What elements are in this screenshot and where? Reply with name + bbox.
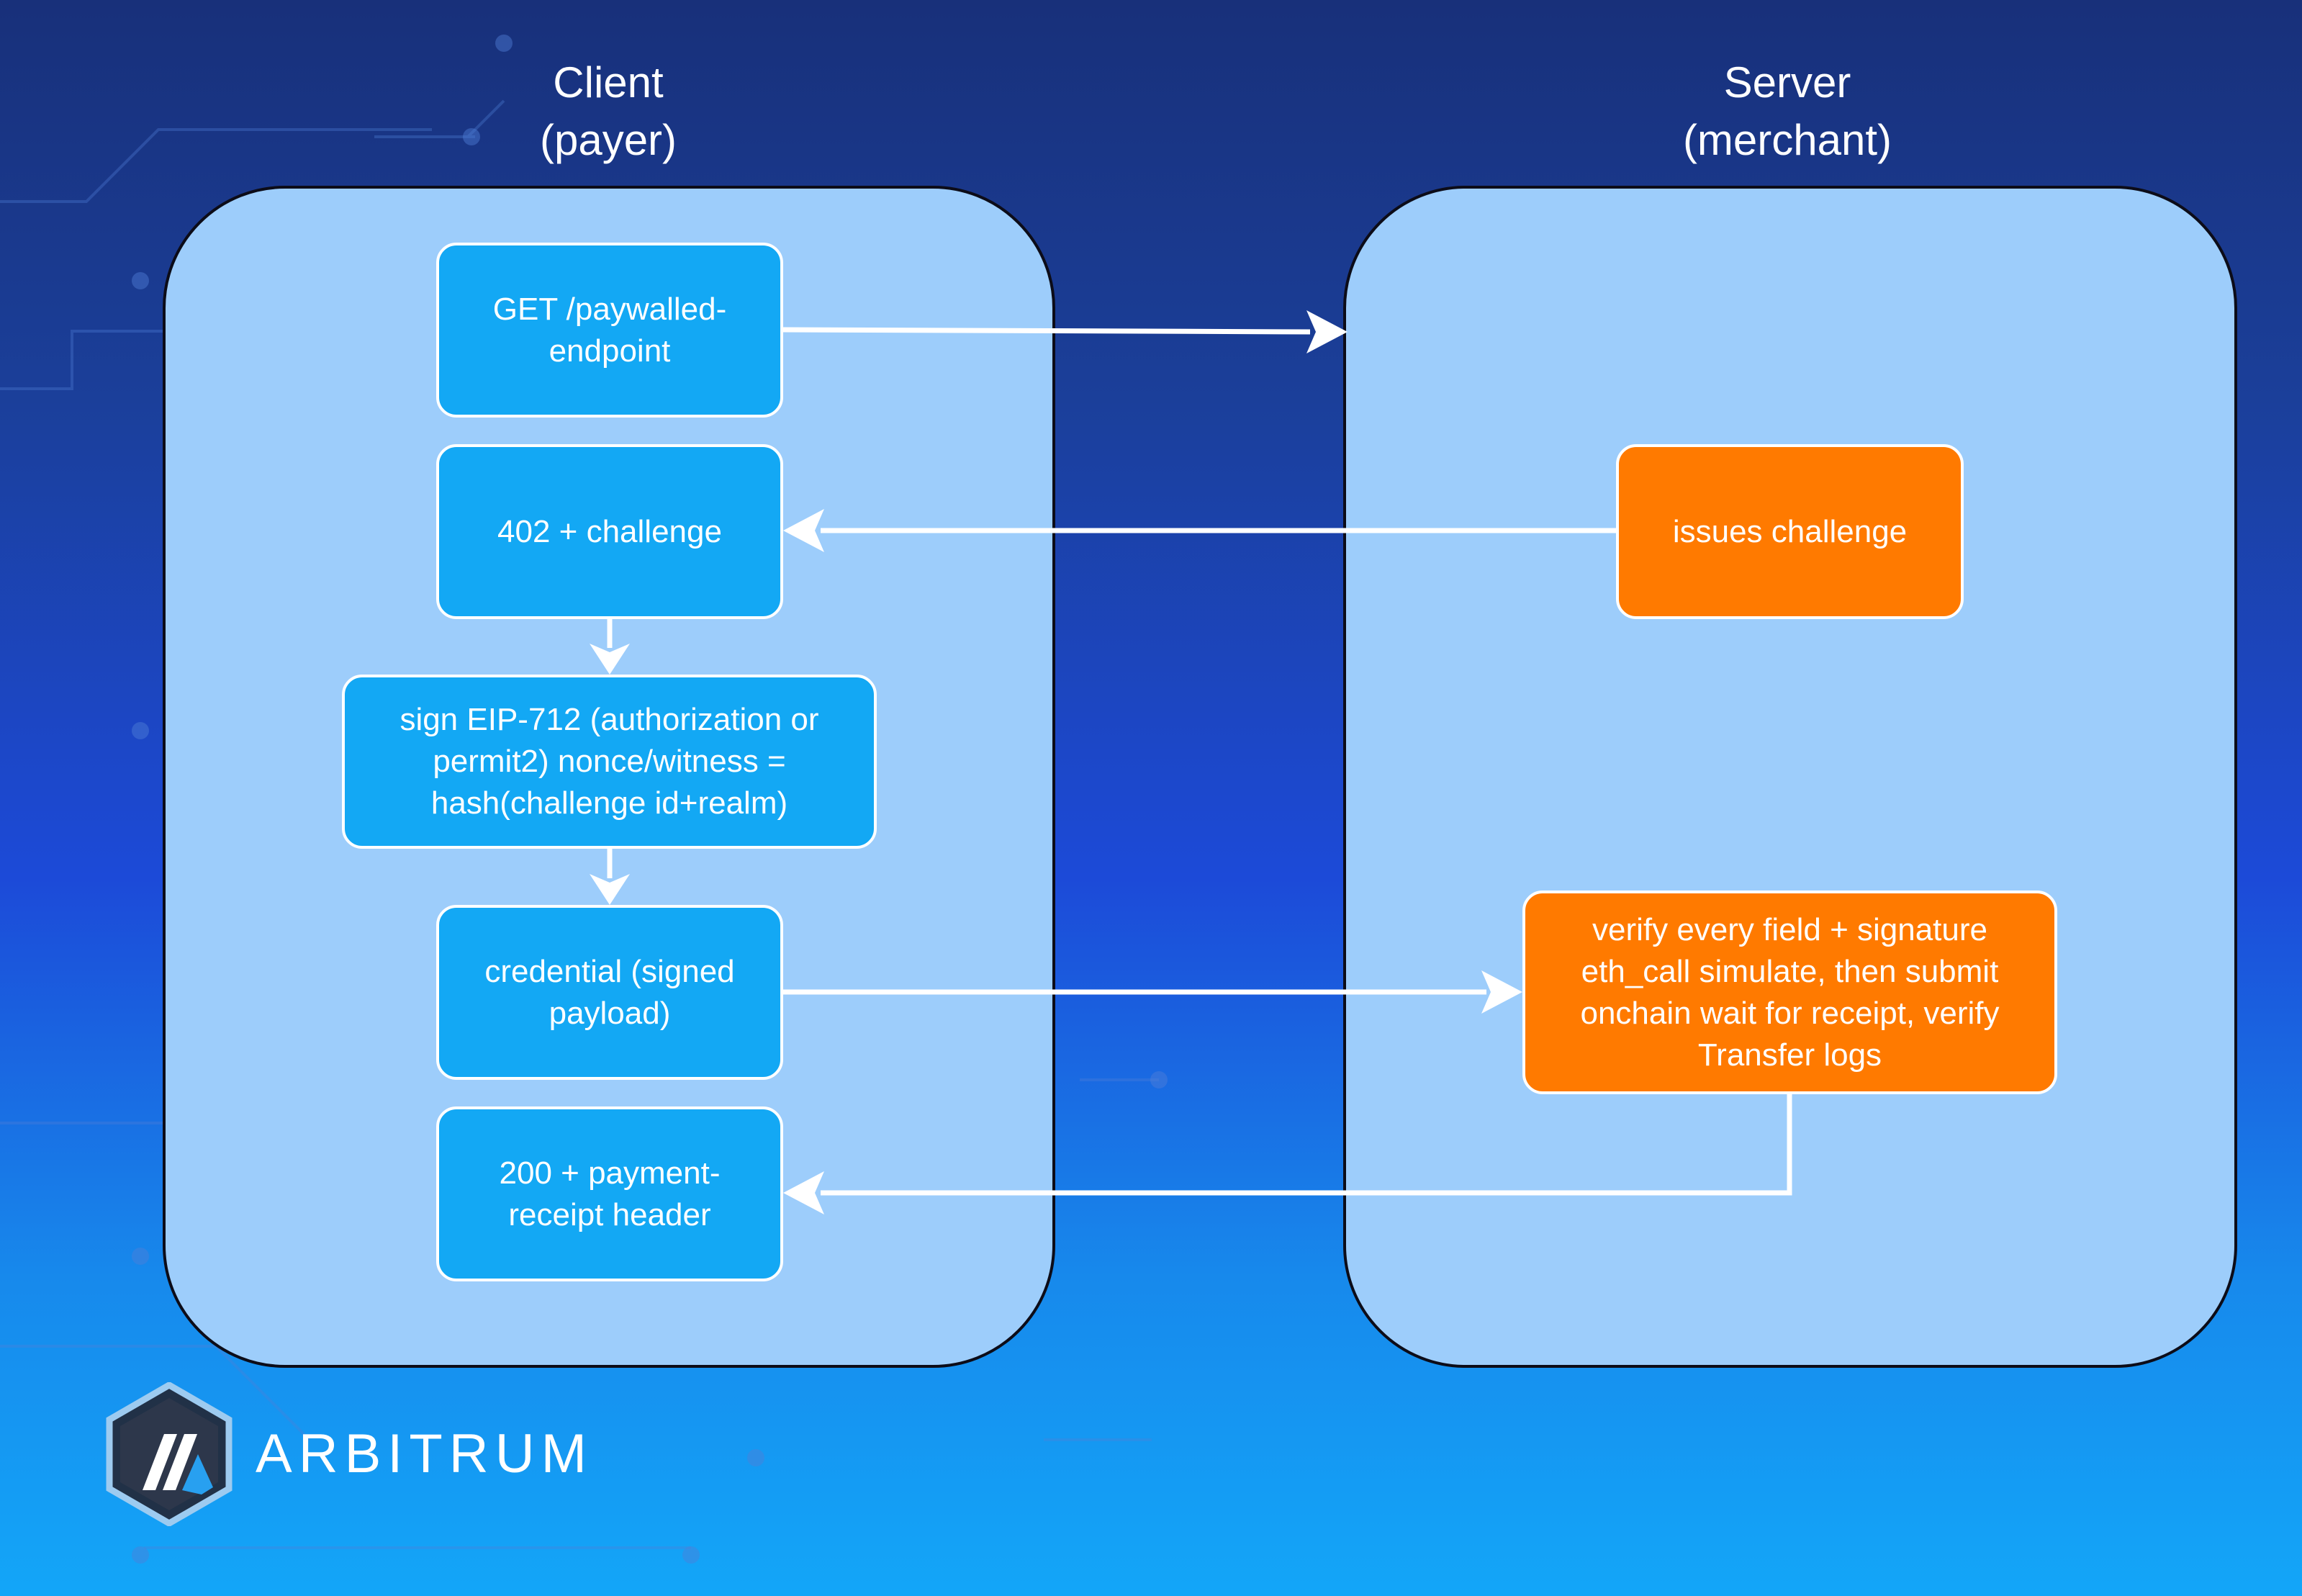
brand-wordmark: ARBITRUM [256, 1423, 593, 1484]
arbitrum-logo-icon [106, 1382, 233, 1526]
issues-challenge-step: issues challenge [1616, 444, 1964, 619]
payment-receipt-step: 200 + payment- receipt header [436, 1106, 783, 1281]
credential-step: credential (signed payload) [436, 905, 783, 1080]
challenge-response-step: 402 + challenge [436, 444, 783, 619]
server-title: Server [1723, 58, 1851, 107]
client-column-title: Client (payer) [356, 54, 860, 169]
sign-eip712-step: sign EIP-712 (authorization or permit2) … [342, 675, 877, 849]
verify-submit-step: verify every field + signature eth_call … [1522, 891, 2057, 1094]
server-column-title: Server (merchant) [1535, 54, 2039, 169]
client-title: Client [553, 58, 664, 107]
get-request-step: GET /paywalled- endpoint [436, 243, 783, 418]
server-panel [1343, 186, 2237, 1368]
client-subtitle: (payer) [539, 116, 677, 164]
server-subtitle: (merchant) [1682, 116, 1892, 164]
